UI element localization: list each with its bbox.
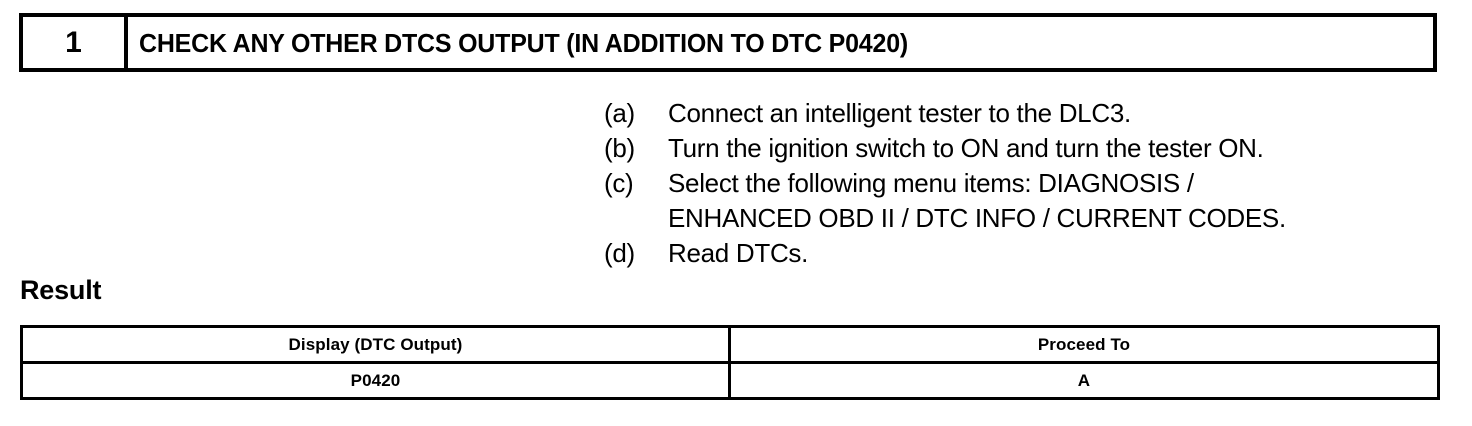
result-table: Display (DTC Output) Proceed To P0420 A <box>20 325 1440 400</box>
column-header-proceed-to: Proceed To <box>728 325 1440 364</box>
instruction-text: Connect an intelligent tester to the DLC… <box>668 98 1131 128</box>
instruction-label: (d) <box>604 238 635 268</box>
instruction-item: (d) Read DTCs. <box>604 236 1444 271</box>
step-title-cell: CHECK ANY OTHER DTCS OUTPUT (IN ADDITION… <box>128 17 1433 68</box>
table-row: P0420 A <box>20 361 1440 400</box>
step-number-cell: 1 <box>23 17 128 68</box>
table-header-row: Display (DTC Output) Proceed To <box>20 325 1440 364</box>
instruction-text: Read DTCs. <box>668 238 809 268</box>
instruction-text-continued: ENHANCED OBD II / DTC INFO / CURRENT COD… <box>668 203 1286 233</box>
instruction-item: (b) Turn the ignition switch to ON and t… <box>604 131 1444 166</box>
instruction-item: (c) Select the following menu items: DIA… <box>604 166 1444 201</box>
instruction-item: (a) Connect an intelligent tester to the… <box>604 96 1444 131</box>
instruction-item-continuation: (c) ENHANCED OBD II / DTC INFO / CURRENT… <box>604 201 1444 236</box>
instruction-label: (a) <box>604 98 635 128</box>
step-header-box: 1 CHECK ANY OTHER DTCS OUTPUT (IN ADDITI… <box>19 13 1437 72</box>
instruction-label: (b) <box>604 133 635 163</box>
cell-dtc-output: P0420 <box>20 361 731 400</box>
instruction-list: (a) Connect an intelligent tester to the… <box>604 96 1444 271</box>
instruction-text: Select the following menu items: DIAGNOS… <box>668 168 1194 198</box>
instruction-text: Turn the ignition switch to ON and turn … <box>668 133 1264 163</box>
result-caption: Result <box>20 275 102 305</box>
cell-proceed-to: A <box>728 361 1440 400</box>
column-header-display: Display (DTC Output) <box>20 325 731 364</box>
instruction-label: (c) <box>604 168 634 198</box>
step-title: CHECK ANY OTHER DTCS OUTPUT (IN ADDITION… <box>139 27 909 58</box>
step-number: 1 <box>65 25 82 59</box>
